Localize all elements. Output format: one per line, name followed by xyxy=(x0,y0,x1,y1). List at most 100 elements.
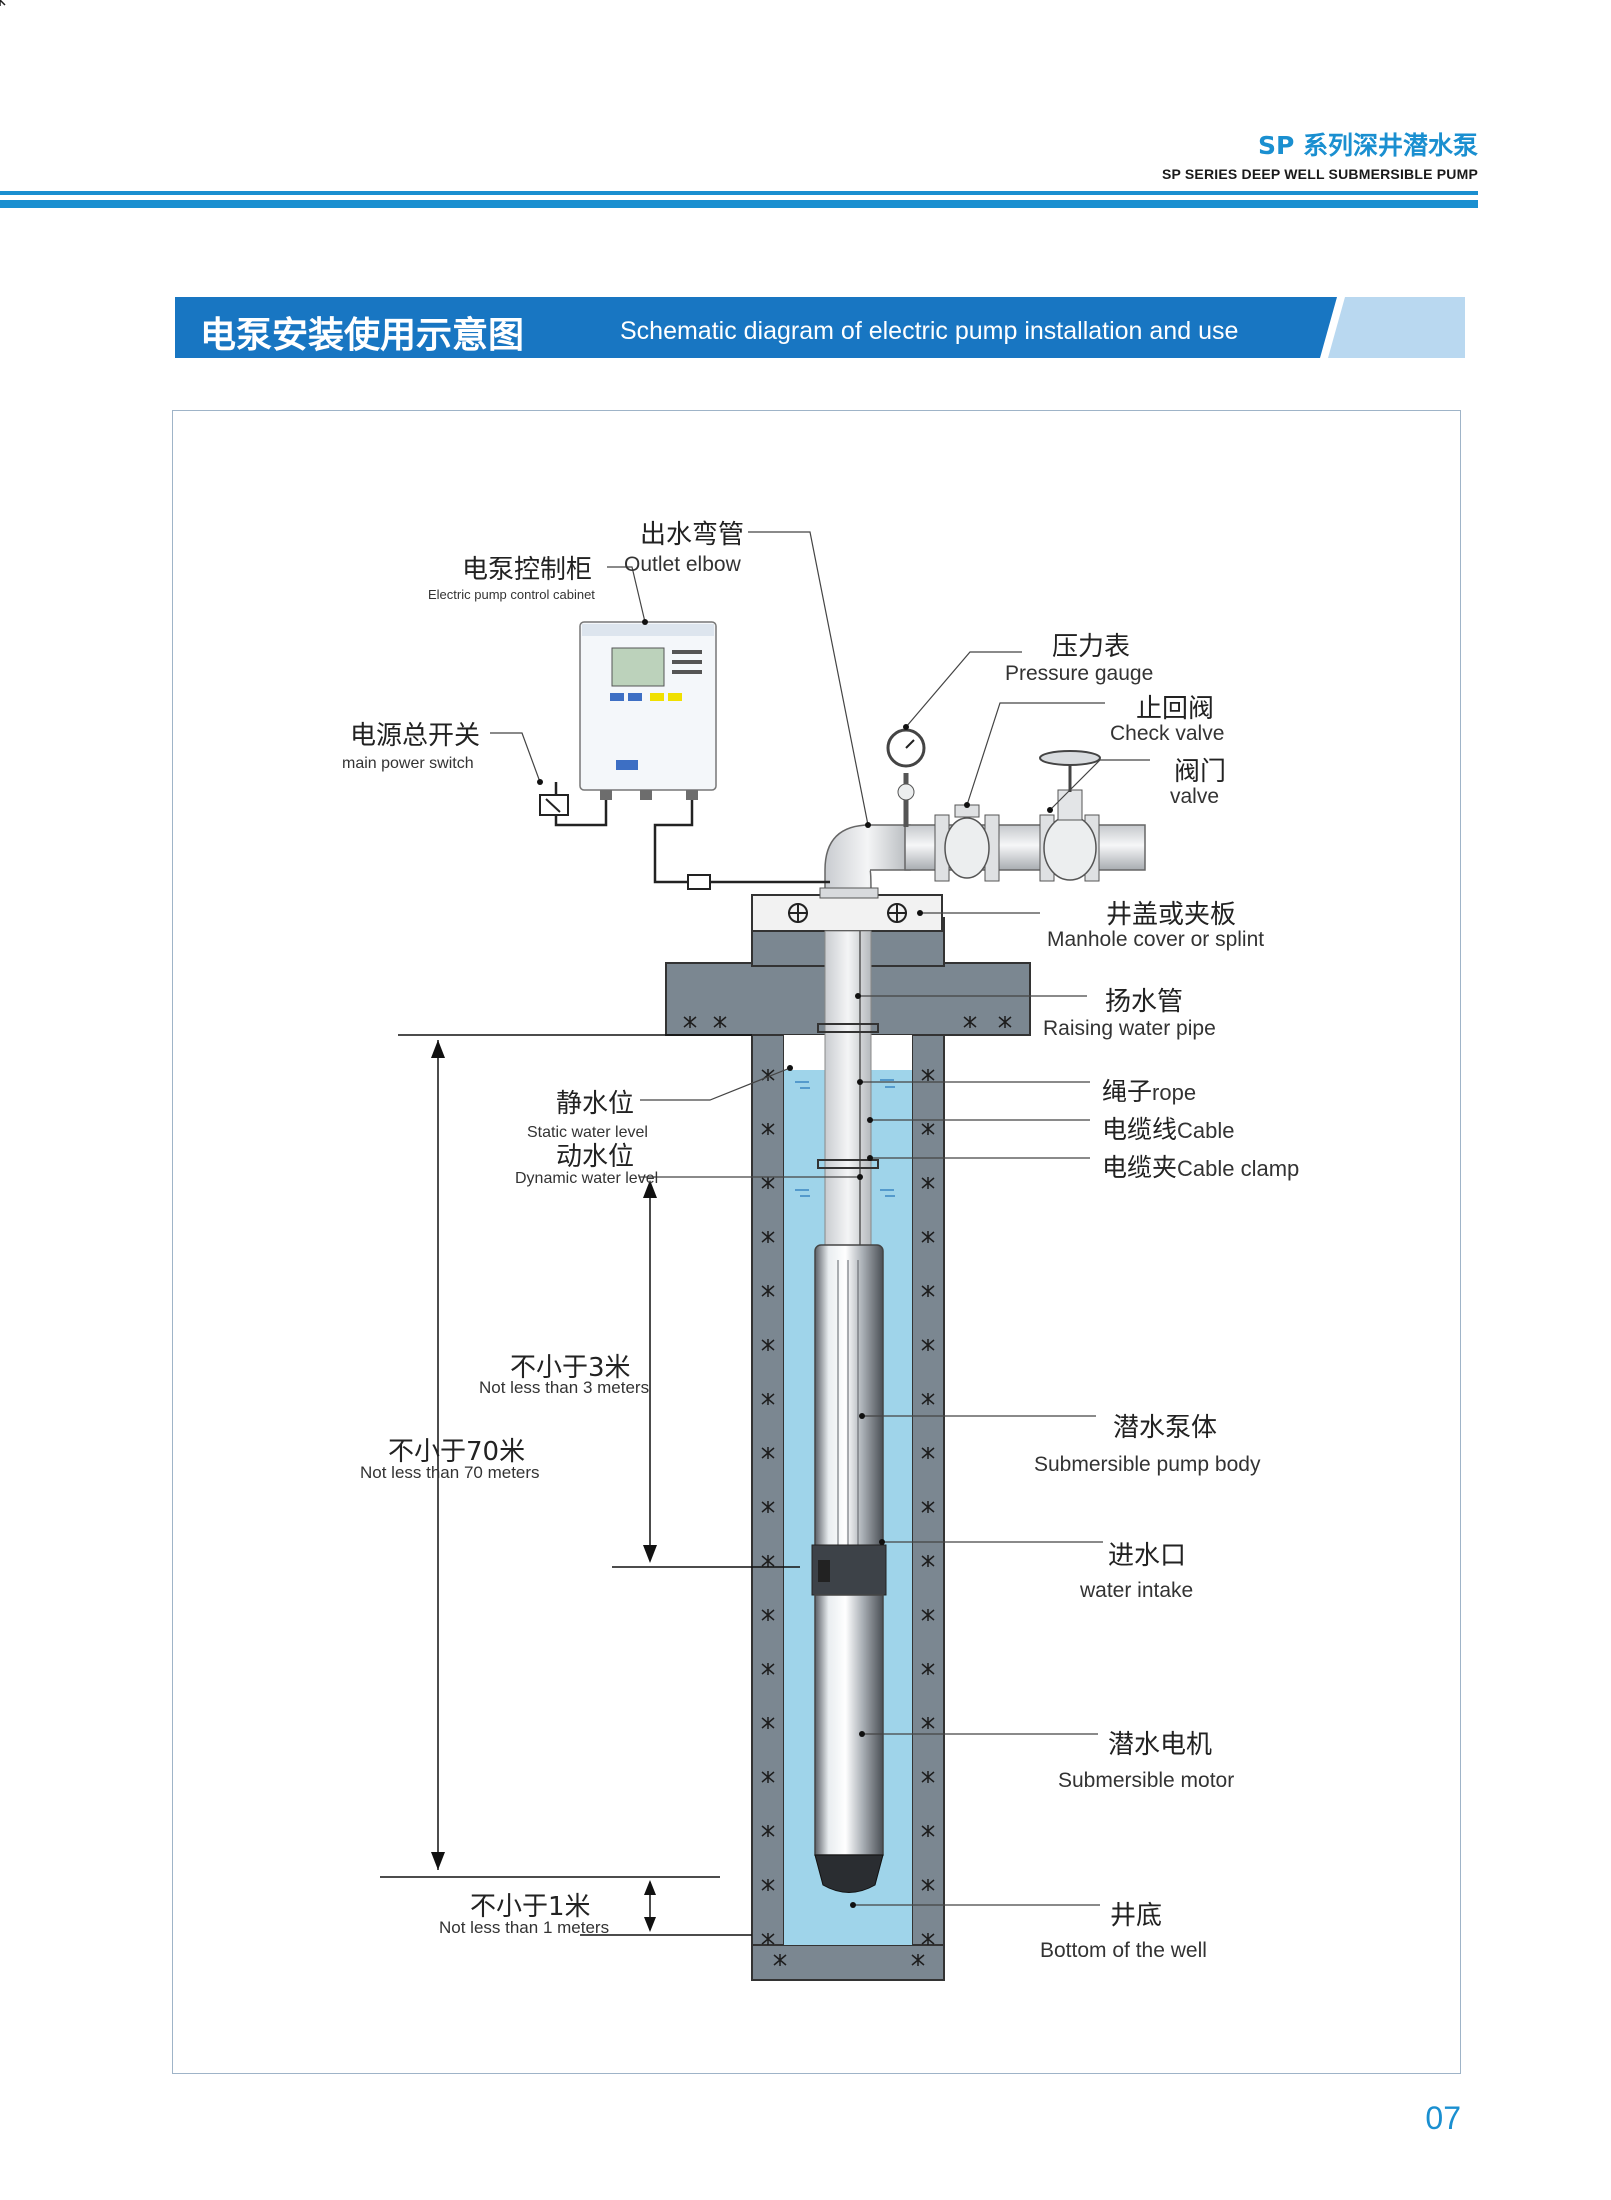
hatch-mark xyxy=(921,1933,935,1945)
svg-text:井底: 井底 xyxy=(1110,1901,1162,1931)
outlet-elbow xyxy=(819,824,911,899)
label-motor: 潜水电机 Submersible motor xyxy=(1058,1730,1234,1792)
horizontal-outlet-pipe xyxy=(904,814,1146,882)
svg-text:压力表: 压力表 xyxy=(1052,632,1130,662)
hatch-mark xyxy=(921,1177,935,1189)
svg-text:进水口: 进水口 xyxy=(1108,1541,1186,1571)
junction-box xyxy=(687,874,711,890)
svg-text:Manhole cover or splint: Manhole cover or splint xyxy=(1047,928,1264,951)
cable-clamp-band xyxy=(817,1023,879,1033)
svg-text:water intake: water intake xyxy=(1079,1579,1193,1602)
label-control-cabinet: 电泵控制柜 Electric pump control cabinet xyxy=(428,555,595,602)
hatch-mark xyxy=(921,1879,935,1891)
label-dynamic-level: 动水位 Dynamic water level xyxy=(515,1142,658,1187)
label-cable: 电缆线Cable xyxy=(1102,1115,1235,1144)
label-static-level: 静水位 Static water level xyxy=(527,1089,648,1141)
label-pressure-gauge: 压力表 Pressure gauge xyxy=(1005,632,1153,685)
svg-text:扬水管: 扬水管 xyxy=(1105,987,1183,1017)
hatch-mark xyxy=(761,1231,775,1243)
svg-text:出水弯管: 出水弯管 xyxy=(640,520,744,550)
hatch-mark xyxy=(761,1663,775,1675)
hatch-mark xyxy=(761,1393,775,1405)
hatch-mark xyxy=(921,1825,935,1837)
svg-text:不小于3米: 不小于3米 xyxy=(510,1353,631,1383)
label-dim-70m: 不小于70米 Not less than 70 meters xyxy=(360,1437,540,1482)
label-dim-3m: 不小于3米 Not less than 3 meters xyxy=(479,1353,649,1397)
check-valve xyxy=(944,804,990,879)
svg-text:Bottom of the well: Bottom of the well xyxy=(1040,1939,1207,1962)
water-ripples xyxy=(795,1079,895,1197)
page-number: 07 xyxy=(1425,2100,1461,2136)
svg-text:电泵控制柜: 电泵控制柜 xyxy=(462,555,592,585)
svg-text:静水位: 静水位 xyxy=(556,1089,634,1119)
svg-text:电源总开关: 电源总开关 xyxy=(350,721,480,751)
gate-valve xyxy=(1039,750,1101,881)
submersible-pump xyxy=(811,1244,887,1893)
leader-dots xyxy=(537,619,1053,1908)
banner-title-en: Schematic diagram of electric pump insta… xyxy=(620,317,1239,345)
svg-text:不小于1米: 不小于1米 xyxy=(470,1892,591,1922)
svg-text:潜水泵体: 潜水泵体 xyxy=(1113,1413,1217,1443)
pressure-gauge xyxy=(886,728,926,827)
cover-bolts xyxy=(788,903,907,923)
label-main-switch: 电源总开关 main power switch xyxy=(342,721,480,772)
svg-text:Pressure gauge: Pressure gauge xyxy=(1005,662,1153,685)
hatch-mark xyxy=(921,1123,935,1135)
svg-text:main power switch: main power switch xyxy=(342,755,474,772)
label-manhole-cover: 井盖或夹板 Manhole cover or splint xyxy=(1047,900,1264,951)
hatch-mark xyxy=(761,1123,775,1135)
power-wiring xyxy=(554,782,830,884)
hatch-pattern xyxy=(683,1016,1012,1966)
banner-title-zh: 电泵安装使用示意图 xyxy=(200,315,525,356)
cable-clamp-band xyxy=(817,1159,879,1169)
svg-text:阀门: 阀门 xyxy=(1174,757,1226,787)
svg-text:Check valve: Check valve xyxy=(1110,722,1224,745)
svg-text:动水位: 动水位 xyxy=(556,1142,634,1172)
hatch-mark xyxy=(921,1771,935,1783)
label-rope: 绳子rope xyxy=(1102,1077,1196,1106)
hatch-mark xyxy=(761,1339,775,1351)
label-check-valve: 止回阀 Check valve xyxy=(1110,694,1224,745)
hatch-mark xyxy=(761,1285,775,1297)
label-well-bottom: 井底 Bottom of the well xyxy=(1040,1901,1207,1962)
hatch-mark xyxy=(683,1016,697,1028)
hatch-mark xyxy=(761,1555,775,1567)
svg-text:电缆夹Cable clamp: 电缆夹Cable clamp xyxy=(1102,1153,1299,1182)
header-rule-thin xyxy=(0,191,1478,195)
hatch-mark xyxy=(761,1933,775,1945)
label-raising-pipe: 扬水管 Raising water pipe xyxy=(1043,987,1216,1040)
svg-text:valve: valve xyxy=(1170,785,1219,808)
header-subtitle: SP SERIES DEEP WELL SUBMERSIBLE PUMP xyxy=(1161,166,1478,182)
hatch-mark xyxy=(921,1447,935,1459)
raising-water-pipe xyxy=(824,930,872,1252)
svg-text:Electric pump control cabinet: Electric pump control cabinet xyxy=(428,587,595,602)
hatch-mark xyxy=(921,1663,935,1675)
hatch-mark xyxy=(921,1339,935,1351)
main-power-switch xyxy=(539,794,569,816)
svg-text:Dynamic water level: Dynamic water level xyxy=(515,1170,658,1187)
hatch-mark xyxy=(921,1609,935,1621)
label-dim-1m: 不小于1米 Not less than 1 meters xyxy=(439,1892,609,1937)
hatch-mark xyxy=(921,1069,935,1081)
label-cable-clamp: 电缆夹Cable clamp xyxy=(1102,1153,1299,1182)
hatch-mark xyxy=(761,1177,775,1189)
svg-text:电缆线Cable: 电缆线Cable xyxy=(1102,1115,1235,1144)
hatch-mark xyxy=(761,1447,775,1459)
label-outlet-elbow: 出水弯管 Outlet elbow xyxy=(624,520,744,576)
svg-text:井盖或夹板: 井盖或夹板 xyxy=(1106,900,1236,930)
hatch-mark xyxy=(921,1285,935,1297)
svg-text:Not less than 1 meters: Not less than 1 meters xyxy=(439,1918,609,1937)
hatch-mark xyxy=(921,1717,935,1729)
leader-lines xyxy=(490,531,1150,1906)
manhole-cover xyxy=(751,894,943,932)
hatch-mark xyxy=(911,1954,925,1966)
hatch-mark xyxy=(998,1016,1012,1028)
hatch-mark xyxy=(921,1555,935,1567)
hatch-mark xyxy=(761,1771,775,1783)
hatch-mark xyxy=(773,1954,787,1966)
dimension-arrows xyxy=(431,1040,657,1932)
hatch-mark xyxy=(761,1501,775,1513)
header-rule-thick xyxy=(0,200,1478,208)
hatch-mark xyxy=(761,1717,775,1729)
